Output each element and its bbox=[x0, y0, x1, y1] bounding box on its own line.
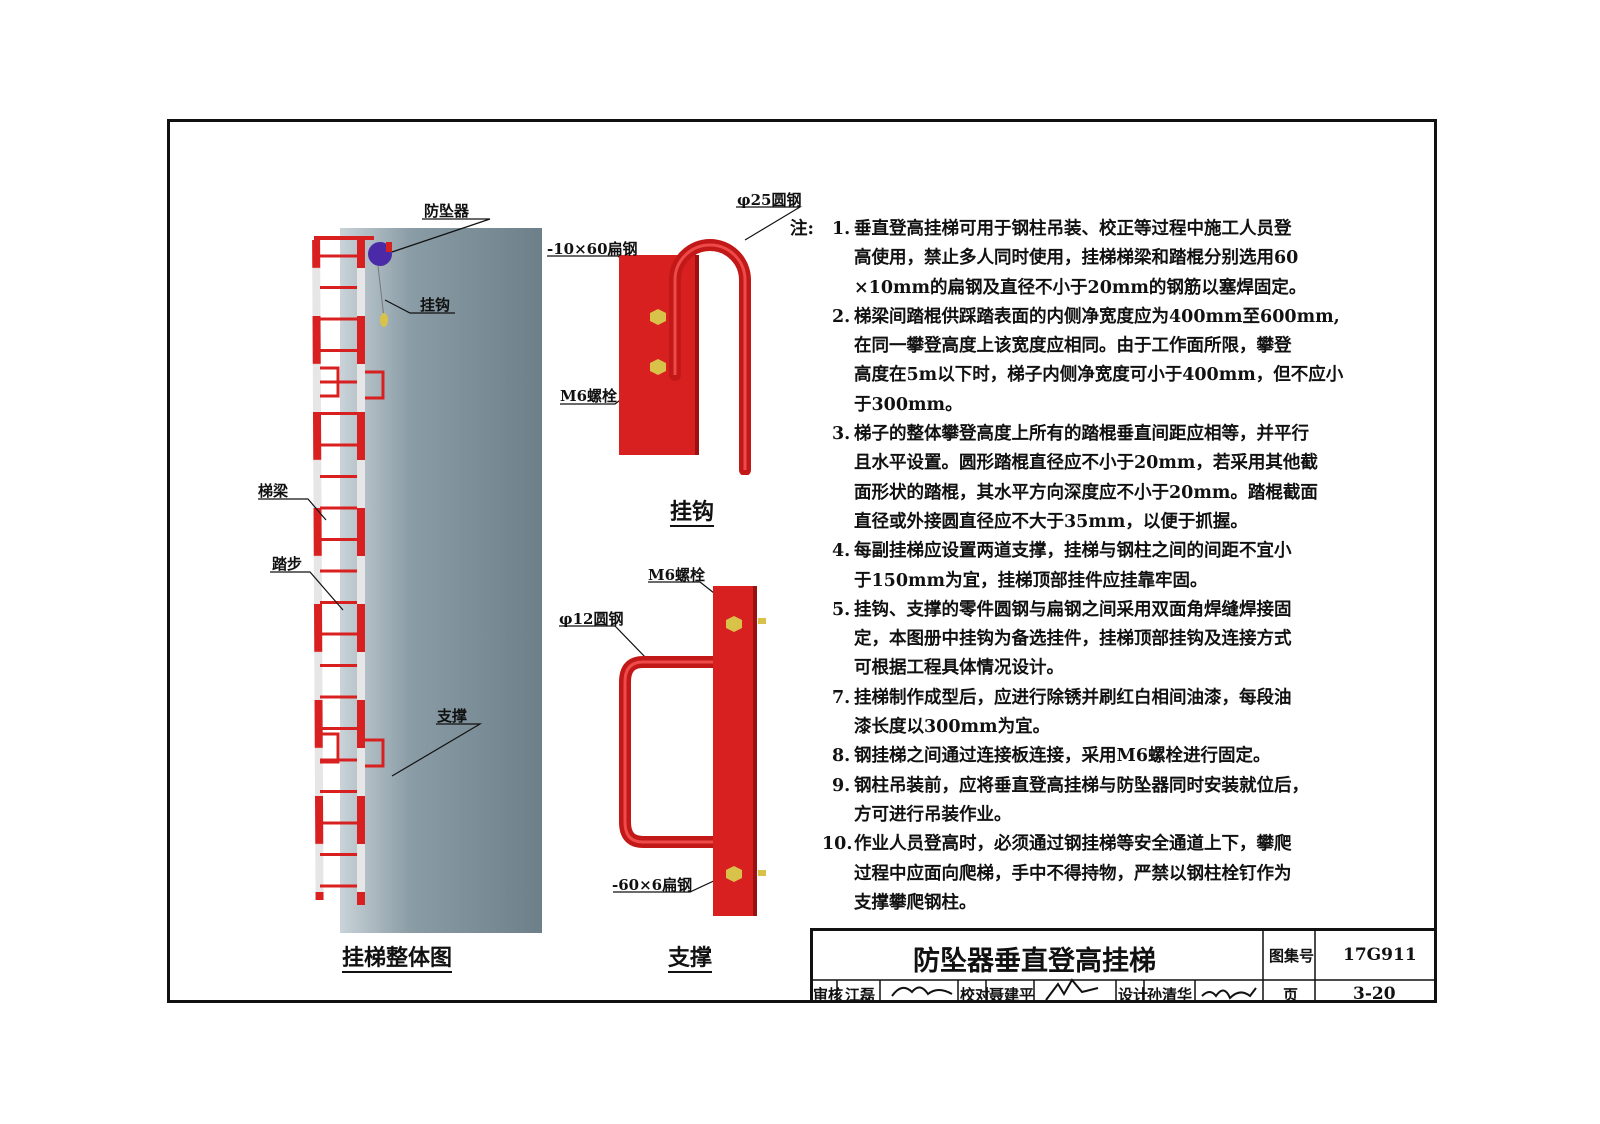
design-label: 设计 bbox=[1118, 986, 1149, 1004]
notes-block: 注: 1.垂直登高挂梯可用于钢柱吊装、校正等过程中施工人员登高使用，禁止多人同时… bbox=[790, 215, 1390, 918]
note-number: 2. bbox=[832, 306, 851, 327]
label-phi12: φ12圆钢 bbox=[559, 610, 624, 628]
note-item: 9.钢柱吊装前，应将垂直登高挂梯与防坠器同时安装就位后， 方可进行吊装作业。 bbox=[832, 772, 1390, 831]
label-phi25: φ25圆钢 bbox=[737, 191, 802, 209]
note-line: 漆长度以300mm为宜。 bbox=[854, 717, 1051, 738]
caption-support: 支撑 bbox=[668, 945, 713, 971]
note-line: 高度在5m以下时，梯子内侧净宽度可小于400mm，但不应小 bbox=[854, 365, 1344, 386]
title-block: 防坠器垂直登高挂梯 图集号 17G911 审核 江磊 校对 聂建平 设计 孙清华… bbox=[810, 928, 1437, 1004]
note-line: 高使用，禁止多人同时使用，挂梯梯梁和踏棍分别选用60 bbox=[854, 248, 1299, 269]
note-line: 作业人员登高时，必须通过钢挂梯等安全通道上下，攀爬 bbox=[854, 834, 1292, 855]
label-flat-60x6: -60×6扁钢 bbox=[612, 876, 693, 894]
note-line: 定，本图册中挂钩为备选挂件，挂梯顶部挂钩及连接方式 bbox=[854, 629, 1292, 650]
hook-icon bbox=[380, 313, 388, 327]
checker-name: 聂建平 bbox=[989, 986, 1035, 1004]
title-block-grid bbox=[810, 928, 1437, 1003]
checker-signature-icon bbox=[1045, 978, 1099, 1001]
note-item: 3.梯子的整体攀登高度上所有的踏棍垂直间距应相等，并平行且水平设置。圆形踏棍直径… bbox=[832, 420, 1390, 537]
page-label: 页 bbox=[1283, 986, 1299, 1004]
reviewer-signature-icon bbox=[891, 986, 953, 997]
designer-name: 孙清华 bbox=[1147, 986, 1193, 1004]
caption-hook: 挂钩 bbox=[670, 499, 715, 525]
flat-steel-plate bbox=[619, 255, 699, 455]
flat-steel-bar bbox=[713, 586, 757, 916]
check-label: 校对 bbox=[960, 986, 991, 1004]
label-ladder-beam: 梯梁 bbox=[258, 482, 289, 500]
note-line: 梯梁间踏棍供踩踏表面的内侧净宽度应为400mm至600mm, bbox=[854, 306, 1340, 327]
reviewer-name: 江磊 bbox=[845, 986, 876, 1004]
note-item: 8.钢挂梯之间通过连接板连接，采用M6螺栓进行固定。 bbox=[832, 742, 1390, 771]
note-item: 4.每副挂梯应设置两道支撑，挂梯与钢柱之间的间距不宜小于150mm为宜，挂梯顶部… bbox=[832, 537, 1390, 596]
note-line: 挂梯制作成型后，应进行除锈并刷红白相间油漆，每段油 bbox=[854, 687, 1292, 708]
note-line: 在同一攀登高度上该宽度应相同。由于工作面所限，攀登 bbox=[854, 336, 1292, 357]
note-line: 支撑攀爬钢柱。 bbox=[854, 892, 977, 913]
note-line: 于300mm。 bbox=[854, 394, 963, 415]
ladder-rail-right bbox=[357, 240, 365, 905]
label-m6-bottom: M6螺栓 bbox=[648, 566, 706, 584]
atlas-number-label: 图集号 bbox=[1269, 947, 1315, 965]
designer-signature-icon bbox=[1201, 987, 1257, 1000]
support-detail-drawing bbox=[619, 586, 766, 916]
notes-list: 1.垂直登高挂梯可用于钢柱吊装、校正等过程中施工人员登高使用，禁止多人同时使用，… bbox=[790, 215, 1390, 918]
drawing-title: 防坠器垂直登高挂梯 bbox=[913, 946, 1156, 977]
note-line: 每副挂梯应设置两道支撑，挂梯与钢柱之间的间距不宜小 bbox=[854, 541, 1292, 562]
note-number: 9. bbox=[832, 775, 851, 796]
review-label: 审核 bbox=[813, 986, 844, 1004]
note-item: 1.垂直登高挂梯可用于钢柱吊装、校正等过程中施工人员登高使用，禁止多人同时使用，… bbox=[832, 215, 1390, 303]
steel-column bbox=[340, 228, 542, 933]
notes-heading: 注: bbox=[790, 219, 814, 239]
note-line: 于150mm为宜，挂梯顶部挂件应挂靠牢固。 bbox=[854, 570, 1208, 591]
note-item: 10.作业人员登高时，必须通过钢挂梯等安全通道上下，攀爬过程中应面向爬梯，手中不… bbox=[822, 830, 1390, 918]
label-support-small: 支撑 bbox=[437, 707, 468, 725]
note-line: 钢柱吊装前，应将垂直登高挂梯与防坠器同时安装就位后， bbox=[854, 775, 1309, 796]
note-line: 且水平设置。圆形踏棍直径应不小于20mm，若采用其他截 bbox=[854, 453, 1318, 474]
label-m6-top: M6螺栓 bbox=[560, 387, 618, 405]
ladder-supports bbox=[320, 366, 385, 768]
note-line: 面形状的踏棍，其水平方向深度应不小于20mm。踏棍截面 bbox=[854, 482, 1318, 503]
label-step: 踏步 bbox=[272, 555, 303, 573]
note-item: 2.梯梁间踏棍供踩踏表面的内侧净宽度应为400mm至600mm, 在同一攀登高度上… bbox=[832, 303, 1390, 420]
label-fall-arrester: 防坠器 bbox=[424, 202, 470, 220]
note-line: 挂钩、支撑的零件圆钢与扁钢之间采用双面角焊缝焊接固 bbox=[854, 599, 1292, 620]
note-item: 7.挂梯制作成型后，应进行除锈并刷红白相间油漆，每段油漆长度以300mm为宜。 bbox=[832, 684, 1390, 743]
note-number: 10. bbox=[822, 834, 853, 855]
note-line: 垂直登高挂梯可用于钢柱吊装、校正等过程中施工人员登 bbox=[854, 219, 1292, 239]
page-number: 3-20 bbox=[1353, 984, 1396, 1004]
atlas-number: 17G911 bbox=[1343, 945, 1417, 965]
note-item: 5.挂钩、支撑的零件圆钢与扁钢之间采用双面角焊缝焊接固定，本图册中挂钩为备选挂件… bbox=[832, 596, 1390, 684]
label-flat-10x60: -10×60扁钢 bbox=[547, 240, 638, 258]
note-line: ×10mm的扁钢及直径不小于20mm的钢筋以塞焊固定。 bbox=[854, 277, 1307, 298]
note-line: 可根据工程具体情况设计。 bbox=[854, 658, 1064, 679]
note-number: 5. bbox=[832, 599, 851, 620]
note-line: 过程中应面向爬梯，手中不得持物，严禁以钢柱栓钉作为 bbox=[854, 863, 1292, 884]
note-line: 方可进行吊装作业。 bbox=[854, 804, 1012, 825]
note-line: 梯子的整体攀登高度上所有的踏棍垂直间距应相等，并平行 bbox=[854, 424, 1309, 445]
caption-ladder-overall: 挂梯整体图 bbox=[342, 945, 453, 971]
bolt-icon bbox=[650, 309, 666, 325]
note-number: 1. bbox=[832, 219, 851, 239]
note-number: 7. bbox=[832, 687, 851, 708]
label-hook-small: 挂钩 bbox=[420, 296, 451, 314]
note-line: 钢挂梯之间通过连接板连接，采用M6螺栓进行固定。 bbox=[854, 746, 1271, 767]
bolt-icon bbox=[726, 866, 742, 882]
bolt-icon bbox=[726, 616, 742, 632]
note-number: 8. bbox=[832, 746, 851, 767]
drawing-frame bbox=[167, 119, 1437, 1003]
note-number: 3. bbox=[832, 424, 851, 445]
ladder-overall-drawing bbox=[312, 228, 542, 933]
hook-detail-drawing bbox=[619, 239, 751, 475]
bolt-icon bbox=[650, 359, 666, 375]
note-number: 4. bbox=[832, 541, 851, 562]
note-line: 直径或外接圆直径应不大于35mm，以便于抓握。 bbox=[854, 511, 1248, 532]
